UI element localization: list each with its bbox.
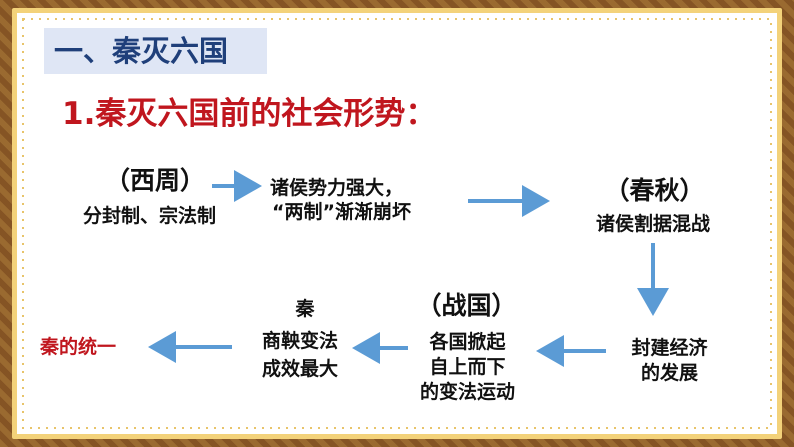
zhanguo-line3: 的变法运动 — [419, 381, 515, 403]
section-title-box — [44, 28, 267, 74]
qin-line3: 成效最大 — [261, 358, 338, 380]
feudal-line2: 的发展 — [640, 362, 698, 384]
weaken-line2: “两制”渐渐崩坏 — [272, 201, 411, 223]
chunqiu-desc: 诸侯割据混战 — [595, 213, 710, 235]
zhanguo-line2: 自上而下 — [429, 356, 506, 378]
qin-line2: 商鞅变法 — [261, 330, 338, 352]
chunqiu-label: （春秋） — [604, 176, 705, 205]
xizhou-desc: 分封制、宗法制 — [82, 205, 216, 227]
main-heading: 1.秦灭六国前的社会形势： — [62, 96, 437, 132]
qin-line1: 秦 — [295, 298, 315, 320]
unify-label: 秦的统一 — [39, 336, 116, 358]
feudal-line1: 封建经济 — [631, 337, 708, 359]
xizhou-label: （西周） — [104, 166, 205, 195]
zhanguo-label: （战国） — [416, 291, 517, 320]
section-title: 一、秦灭六国 — [54, 34, 229, 68]
weaken-line1: 诸侯势力强大， — [270, 177, 404, 199]
zhanguo-line1: 各国掀起 — [429, 331, 506, 353]
